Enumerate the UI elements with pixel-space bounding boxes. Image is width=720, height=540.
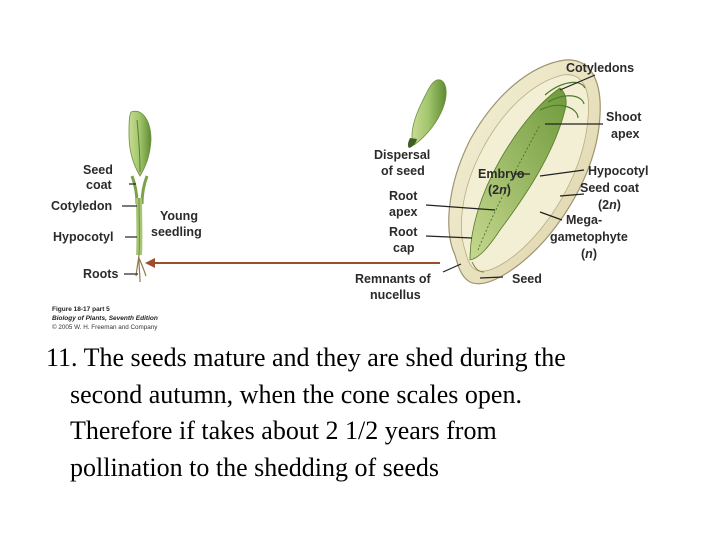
label-shoot-apex-2: apex	[611, 127, 640, 141]
leader-lines	[122, 74, 603, 279]
label-embryo-ploidy: (2n)	[488, 183, 511, 197]
label-megagametophyte-ploidy: (n)	[581, 247, 597, 261]
label-seed-coat-right: Seed coat	[580, 181, 640, 195]
figure-copyright: © 2005 W. H. Freeman and Company	[52, 323, 158, 331]
right-labels: Cotyledons Shoot apex Hypocotyl Seed coa…	[512, 61, 648, 286]
label-young-seedling-2: seedling	[151, 225, 202, 239]
label-remnants-1: Remnants of	[355, 272, 432, 286]
dispersal-arrow	[145, 258, 440, 268]
slide-body-text: 11. The seeds mature and they are shed d…	[46, 340, 706, 486]
label-embryo: Embryo	[478, 167, 525, 181]
young-seedling-illustration	[128, 110, 152, 283]
body-line-2: second autumn, when the cone scales open…	[70, 379, 522, 409]
label-hypocotyl-right: Hypocotyl	[588, 164, 648, 178]
label-root-cap-1: Root	[389, 225, 418, 239]
label-megagametophyte-2: gametophyte	[550, 230, 628, 244]
label-root-apex-2: apex	[389, 205, 418, 219]
label-seed: Seed	[512, 272, 542, 286]
label-megagametophyte-1: Mega-	[566, 213, 602, 227]
left-labels: Seed coat Cotyledon Hypocotyl Roots Youn…	[51, 163, 202, 281]
figure-book-title: Biology of Plants, Seventh Edition	[52, 315, 158, 322]
label-dispersal-2: of seed	[381, 164, 425, 178]
label-root-cap-2: cap	[393, 241, 415, 255]
figure-number: Figure 18-17 part 5	[52, 306, 110, 313]
label-seed-coat-left-2: coat	[86, 178, 113, 192]
middle-labels: Embryo (2n) Dispersal of seed Root apex …	[355, 148, 525, 302]
body-line-1: 11. The seeds mature and they are shed d…	[46, 343, 566, 372]
label-seed-coat-left-1: Seed	[83, 163, 113, 177]
label-cotyledon-left: Cotyledon	[51, 199, 112, 213]
label-shoot-apex-1: Shoot	[606, 110, 642, 124]
label-cotyledons: Cotyledons	[566, 61, 634, 75]
label-hypocotyl-left: Hypocotyl	[53, 230, 113, 244]
label-roots: Roots	[83, 267, 118, 281]
label-dispersal-1: Dispersal	[374, 148, 430, 162]
label-root-apex-1: Root	[389, 189, 418, 203]
label-remnants-2: nucellus	[370, 288, 421, 302]
label-young-seedling-1: Young	[160, 209, 198, 223]
body-line-4: pollination to the shedding of seeds	[70, 452, 440, 482]
label-seed-coat-ploidy: (2n)	[598, 198, 621, 212]
body-line-3: Therefore if takes about 2 1/2 years fro…	[70, 416, 497, 445]
figure-credit: Figure 18-17 part 5 Biology of Plants, S…	[52, 306, 158, 331]
dispersed-winged-seed-icon	[407, 79, 447, 148]
